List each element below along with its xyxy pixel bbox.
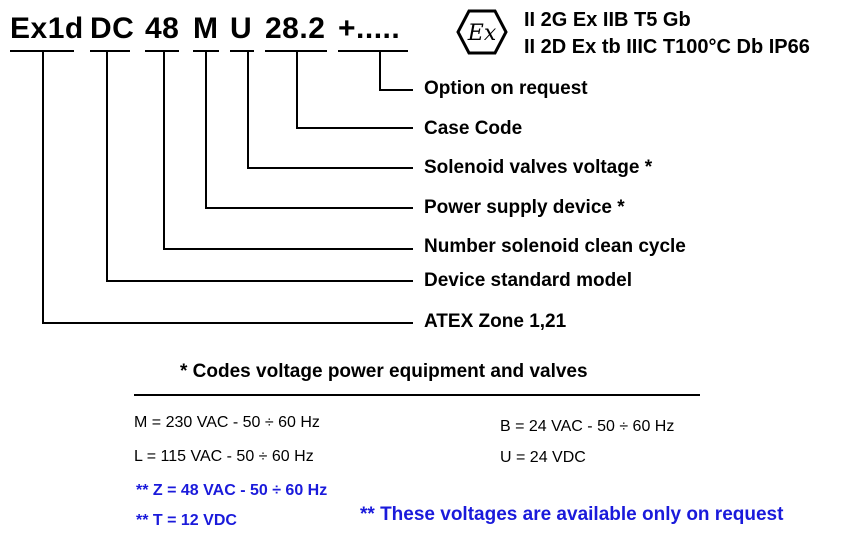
voltage-code-m: M = 230 VAC - 50 ÷ 60 Hz: [134, 414, 320, 431]
code-segment-series: Ex1d: [10, 12, 84, 45]
connector-voltage-horizontal: [247, 167, 413, 169]
voltage-code-u: U = 24 VDC: [500, 449, 586, 466]
code-segment-model: DC: [90, 12, 135, 45]
connector-option-horizontal: [379, 89, 413, 91]
label-power-supply: Power supply device *: [424, 197, 625, 218]
connector-power-vertical: [205, 51, 207, 209]
code-underline-cycles: [145, 50, 179, 52]
voltage-code-z: ** Z = 48 VAC - 50 ÷ 60 Hz: [136, 482, 328, 499]
label-atex-zone: ATEX Zone 1,21: [424, 311, 567, 332]
code-segment-cycles: 48: [145, 12, 180, 45]
code-segment-power: M: [193, 12, 219, 45]
connector-option-vertical: [379, 51, 381, 91]
label-solenoid-voltage: Solenoid valves voltage *: [424, 157, 653, 178]
code-underline-option: [338, 50, 408, 52]
connector-series-vertical: [42, 51, 44, 324]
atex-ex-hexagon-icon: Ex: [456, 9, 508, 55]
on-request-note: ** These voltages are available only on …: [360, 504, 784, 525]
svg-text:Ex: Ex: [467, 21, 497, 46]
connector-case-vertical: [296, 51, 298, 129]
voltage-code-b: B = 24 VAC - 50 ÷ 60 Hz: [500, 418, 675, 435]
connector-series-horizontal: [42, 322, 413, 324]
connector-power-horizontal: [205, 207, 413, 209]
voltage-codes-divider: [134, 394, 700, 396]
code-underline-voltage: [230, 50, 254, 52]
voltage-code-t: ** T = 12 VDC: [136, 512, 237, 529]
label-clean-cycle: Number solenoid clean cycle: [424, 236, 686, 257]
certification-dust: II 2D Ex tb IIIC T100°C Db IP66: [524, 36, 810, 58]
label-option-on-request: Option on request: [424, 78, 588, 99]
voltage-codes-heading: * Codes voltage power equipment and valv…: [180, 361, 588, 382]
label-case-code: Case Code: [424, 118, 523, 139]
connector-case-horizontal: [296, 127, 413, 129]
connector-cycles-horizontal: [163, 248, 413, 250]
connector-voltage-vertical: [247, 51, 249, 169]
connector-model-vertical: [106, 51, 108, 282]
certification-gas: II 2G Ex IIB T5 Gb: [524, 9, 691, 31]
label-standard-model: Device standard model: [424, 270, 633, 291]
connector-model-horizontal: [106, 280, 413, 282]
voltage-code-l: L = 115 VAC - 50 ÷ 60 Hz: [134, 448, 314, 465]
code-segment-voltage: U: [230, 12, 253, 45]
code-underline-model: [90, 50, 130, 52]
code-segment-option: +.....: [338, 12, 401, 45]
connector-cycles-vertical: [163, 51, 165, 250]
code-segment-case: 28.2: [265, 12, 326, 45]
